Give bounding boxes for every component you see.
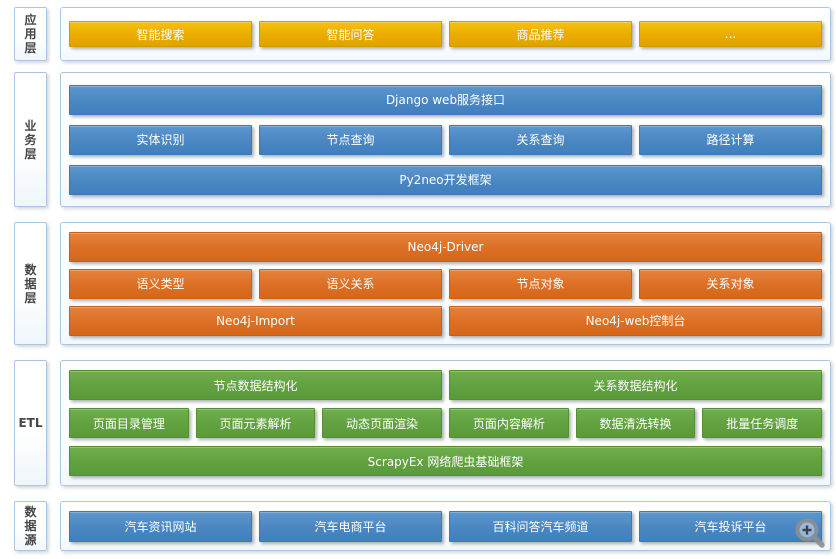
box-row: 智能搜索智能问答商品推荐... [69, 21, 822, 47]
diagram-box: 语义关系 [259, 268, 442, 299]
layer-application: 应用层 智能搜索智能问答商品推荐... [14, 7, 831, 61]
diagram-box: Neo4j-Import [69, 305, 442, 336]
layer-label: 应用层 [24, 13, 37, 55]
diagram-box: Neo4j-web控制台 [449, 305, 822, 336]
layer-label-box-data-layer: 数据层 [14, 222, 47, 345]
layer-label: 业务层 [24, 118, 37, 161]
layer-label-box-business: 业务层 [14, 72, 47, 207]
layer-label: ETL [18, 416, 43, 430]
layer-business: 业务层 Django web服务接口实体识别节点查询关系查询路径计算 Py2neo开… [14, 72, 831, 207]
box-row: Django web服务接口 [69, 84, 822, 115]
diagram-box: ScrapyEx 网络爬虫基础框架 [69, 446, 822, 476]
diagram-box: 页面元素解析 [195, 408, 316, 438]
diagram-box: 百科问答汽车频道 [449, 510, 632, 542]
layer-container-business: Django web服务接口实体识别节点查询关系查询路径计算 Py2neo开发框架 [60, 72, 831, 207]
layer-label-box-datasource: 数据源 [14, 501, 47, 551]
box-row: 汽车资讯网站汽车电商平台百科问答汽车频道汽车投诉平台 [69, 510, 822, 542]
layer-label: 数据源 [24, 505, 37, 547]
layer-data-layer: 数据层 Neo4j-Driver 语义类型语义关系节点对象关系对象 Neo4j-Imp… [14, 222, 831, 345]
layer-label-box-application: 应用层 [14, 7, 47, 61]
layer-label-box-etl: ETL [14, 360, 47, 486]
diagram-box: Neo4j-Driver [69, 231, 822, 262]
box-row: 实体识别节点查询关系查询路径计算 [69, 124, 822, 155]
diagram-box: 汽车投诉平台 [639, 510, 822, 542]
diagram-box: ... [639, 21, 822, 47]
box-row: 语义类型语义关系节点对象关系对象 [69, 268, 822, 299]
box-row: 节点数据结构化关系数据结构化 [69, 370, 822, 400]
layer-container-datasource: 汽车资讯网站汽车电商平台百科问答汽车频道汽车投诉平台 [60, 501, 831, 551]
diagram-box: 智能问答 [259, 21, 442, 47]
diagram-box: 节点查询 [259, 124, 442, 155]
diagram-box: 关系数据结构化 [449, 370, 822, 400]
layer-container-application: 智能搜索智能问答商品推荐... [60, 7, 831, 61]
box-row: Py2neo开发框架 [69, 164, 822, 195]
diagram-box: 商品推荐 [449, 21, 632, 47]
layer-datasource: 数据源 汽车资讯网站汽车电商平台百科问答汽车频道汽车投诉平台 [14, 501, 831, 551]
diagram-box: 关系对象 [639, 268, 822, 299]
diagram-box: 智能搜索 [69, 21, 252, 47]
diagram-box: Py2neo开发框架 [69, 164, 822, 195]
diagram-box: Django web服务接口 [69, 84, 822, 115]
box-row: 页面目录管理页面元素解析动态页面渲染页面内容解析数据清洗转换批量任务调度 [69, 408, 823, 438]
diagram-box: 节点数据结构化 [69, 370, 442, 400]
diagram-box: 路径计算 [639, 124, 822, 155]
diagram-box: 批量任务调度 [702, 408, 823, 438]
layer-container-data-layer: Neo4j-Driver 语义类型语义关系节点对象关系对象 Neo4j-Import… [60, 222, 831, 345]
box-row: Neo4j-Driver [69, 231, 822, 262]
diagram-box: 数据清洗转换 [575, 408, 696, 438]
diagram-box: 动态页面渲染 [322, 408, 443, 438]
diagram-box: 关系查询 [449, 124, 632, 155]
diagram-box: 页面目录管理 [69, 408, 189, 438]
diagram-box: 节点对象 [449, 268, 632, 299]
zoom-in-magnifier-icon[interactable] [793, 516, 827, 550]
layer-container-etl: 节点数据结构化关系数据结构化页面目录管理页面元素解析动态页面渲染页面内容解析数据… [60, 360, 831, 486]
diagram-box: 汽车电商平台 [259, 510, 442, 542]
diagram-box: 语义类型 [69, 268, 252, 299]
diagram-box: 汽车资讯网站 [69, 510, 252, 542]
layer-label: 数据层 [24, 262, 37, 305]
diagram-box: 页面内容解析 [449, 408, 569, 438]
diagram-box: 实体识别 [69, 124, 252, 155]
box-row: ScrapyEx 网络爬虫基础框架 [69, 446, 822, 476]
